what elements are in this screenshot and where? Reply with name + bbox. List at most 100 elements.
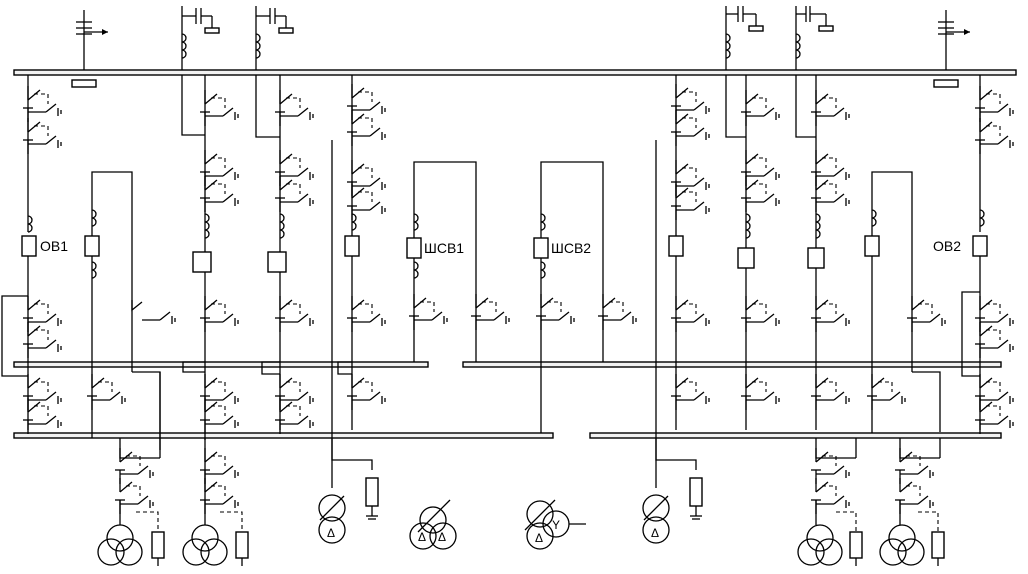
bay-line-c2 [255, 75, 314, 435]
bay-tr1-breaker [84, 171, 176, 450]
disconnector-icon [22, 321, 62, 359]
disconnector-icon [346, 373, 386, 411]
lightning-arrester-icon [931, 531, 945, 559]
transformer-icon: Δ [318, 494, 346, 544]
transformer-bay-right-2 [879, 438, 945, 566]
transformer-icon [797, 524, 843, 566]
disconnector-icon [274, 295, 314, 333]
disconnector-icon [114, 447, 154, 485]
disconnector-icon [974, 85, 1014, 123]
disconnector-icon [740, 89, 780, 127]
disconnector-icon [810, 477, 850, 515]
capacitor-icon [181, 6, 220, 70]
bay-shsv2: ШСВ2 [533, 161, 637, 433]
bay-line-c3 [725, 75, 780, 430]
disconnector-icon [740, 373, 780, 411]
disconnector-icon [408, 293, 448, 331]
breaker-icon [84, 235, 100, 257]
breaker-icon [21, 235, 37, 257]
busbar-2-section-2 [589, 432, 1002, 439]
busbar-bypass [13, 69, 1017, 76]
disconnector-icon [274, 89, 314, 127]
disconnector-icon [199, 447, 239, 485]
label-shsv2: ШСВ2 [551, 240, 591, 256]
breaker-icon [668, 235, 684, 257]
disconnector-icon [670, 295, 710, 333]
bay-tr2-breaker [864, 171, 946, 433]
label-ov1: ОВ1 [40, 238, 68, 254]
breaker-icon [344, 235, 360, 257]
busbar-2-section-1 [13, 432, 554, 439]
transformer-icon [97, 524, 143, 566]
disconnector-icon [199, 373, 239, 411]
capacitor-icon [725, 6, 764, 70]
disconnector-icon [810, 373, 850, 411]
disconnector-icon [535, 293, 575, 331]
breaker-icon [533, 237, 549, 259]
disconnector-icon [810, 149, 850, 187]
disconnector-icon [906, 295, 946, 333]
disconnector-icon [274, 149, 314, 187]
breaker-icon [406, 237, 422, 259]
breaker-icon [807, 247, 825, 269]
disconnector-icon [974, 373, 1014, 411]
label-ov2: ОВ2 [933, 238, 961, 254]
disconnector-icon [274, 373, 314, 411]
disconnector-icon [199, 175, 239, 213]
label-shsv1: ШСВ1 [424, 240, 464, 256]
svg-text:Y: Y [552, 518, 560, 532]
disconnector-icon [199, 477, 239, 515]
disconnector-icon [346, 109, 386, 147]
disconnector-icon [346, 159, 386, 197]
disconnector-icon [114, 477, 154, 515]
capacitor-icon [795, 6, 834, 70]
disconnector-icon [670, 83, 710, 121]
lightning-arrester-icon [235, 531, 249, 559]
disconnector-icon [22, 295, 62, 333]
transformer-delta-delta: Δ Δ [409, 499, 457, 550]
grounding-switch-icon [141, 311, 176, 325]
transformer-bay-left-1 [97, 438, 165, 566]
bay-shsv1: ШСВ1 [406, 161, 510, 362]
disconnector-icon [199, 89, 239, 127]
disconnector-icon [810, 295, 850, 333]
disconnector-icon [810, 175, 850, 213]
disconnector-icon [274, 397, 314, 435]
disconnector-icon [670, 183, 710, 221]
lightning-arrester-icon [151, 531, 165, 559]
disconnector-icon [974, 295, 1014, 333]
disconnector-icon [670, 159, 710, 197]
disconnector-icon [22, 373, 62, 411]
disconnector-icon [974, 117, 1014, 155]
transformer-bay-left-2 [182, 438, 249, 566]
disconnector-icon [974, 321, 1014, 359]
disconnector-icon [810, 447, 850, 485]
disconnector-icon [346, 83, 386, 121]
transformer-bay-right-1 [797, 438, 863, 566]
disconnector-icon [597, 293, 637, 331]
disconnector-icon [22, 117, 62, 155]
reactor-icon [689, 477, 703, 507]
transformer-delta-wye: Δ Y [524, 499, 586, 550]
disconnector-icon [810, 89, 850, 127]
wave-trap-icon [71, 79, 97, 88]
transformer-icon [879, 524, 925, 566]
disconnector-icon [199, 397, 239, 435]
bay-line-c4 [795, 75, 850, 430]
disconnector-icon [894, 477, 934, 515]
disconnector-icon [86, 373, 126, 411]
bay-ov2: ОВ2 [933, 75, 1014, 435]
disconnector-icon [740, 149, 780, 187]
capacitor-icon [255, 6, 294, 70]
lightning-arrester-icon [849, 531, 863, 559]
busbar-1-section-1 [13, 361, 429, 368]
breaker-icon [972, 235, 988, 257]
breaker-icon [737, 247, 755, 269]
disconnector-icon [974, 397, 1014, 435]
line-terminal-left [71, 10, 108, 88]
bay-vt1: Δ [318, 75, 386, 544]
disconnector-icon [22, 397, 62, 435]
disconnector-icon [470, 293, 510, 331]
bay-vt2: Δ [642, 75, 710, 544]
busbars [13, 69, 1017, 439]
